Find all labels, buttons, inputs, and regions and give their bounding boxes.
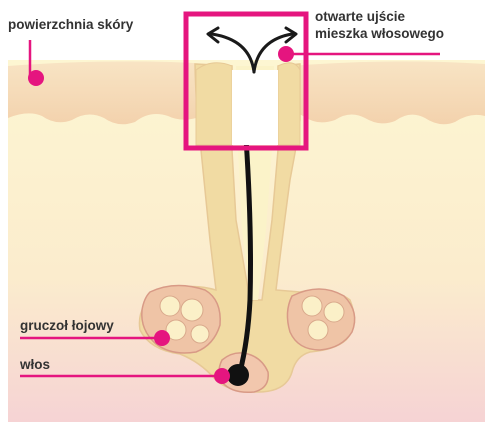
label-follicle-opening-line2: mieszka włosowego	[315, 25, 444, 42]
gland-cell	[191, 325, 209, 343]
callout-opening	[278, 46, 440, 62]
follicle-opening	[278, 63, 300, 145]
label-follicle-opening-line1: otwarte ujście	[315, 8, 444, 25]
follicle-opening-gap	[232, 70, 278, 145]
label-skin-surface: powierzchnia skóry	[8, 16, 133, 33]
gland-cell	[324, 302, 344, 322]
hair-bulb	[227, 364, 249, 386]
label-hair: włos	[20, 356, 50, 373]
gland-cell	[308, 320, 328, 340]
epidermis-layer-right	[290, 61, 485, 124]
gland-cell	[181, 299, 203, 321]
label-sebaceous-gland: gruczoł łojowy	[20, 317, 114, 334]
follicle-opening	[196, 63, 232, 145]
gland-cell	[302, 296, 322, 316]
gland-cell	[160, 296, 180, 316]
sebaceous-gland-right	[287, 289, 354, 350]
label-follicle-opening: otwarte ujście mieszka włosowego	[315, 8, 444, 42]
